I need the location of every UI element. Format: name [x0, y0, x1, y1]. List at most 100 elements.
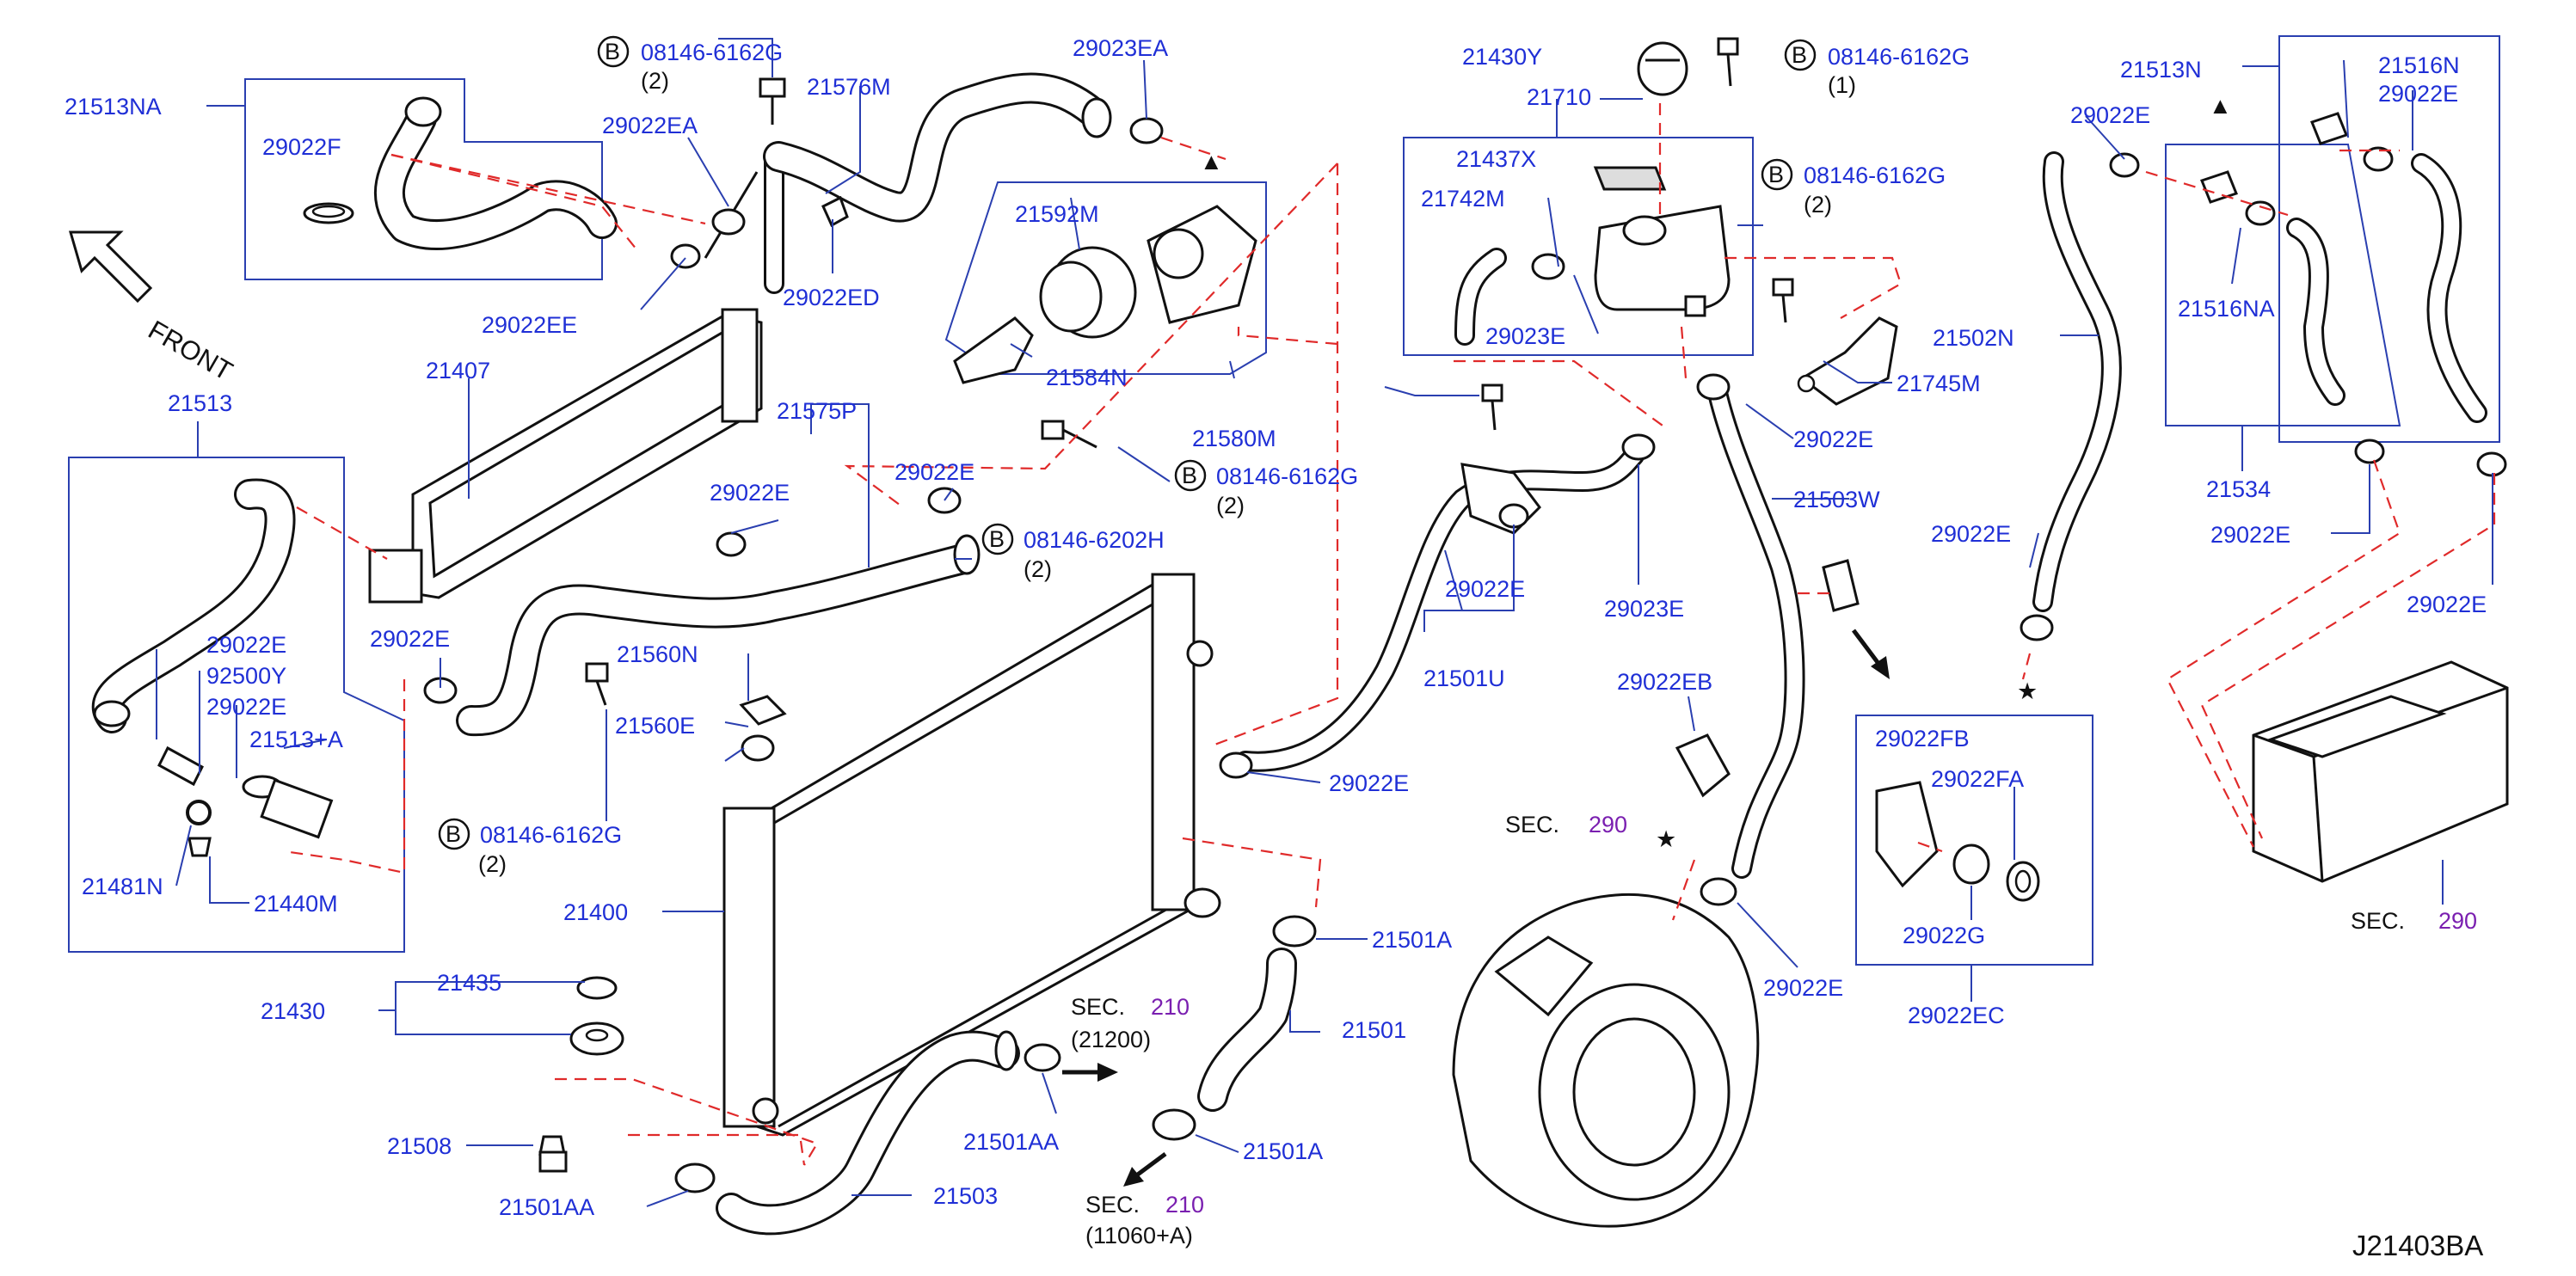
label-bolt6-part: 08146-6162G	[1804, 163, 1946, 188]
hose-21503	[716, 1030, 1020, 1236]
label-29022E-b: 29022E	[895, 459, 974, 485]
fitting-21516N	[2310, 112, 2348, 145]
clip-29022E-21516N	[2363, 146, 2394, 172]
hose-21576M	[704, 72, 1112, 294]
fitting-21516NA	[2200, 170, 2238, 204]
hose-21501	[1197, 948, 1297, 1112]
triangle-marker-icon: ▲	[2209, 93, 2232, 119]
clip-29023E-tank	[1531, 253, 1565, 280]
bolt-21745M	[1772, 278, 1794, 323]
label-sec290-a: SEC.	[1505, 812, 1559, 837]
label-92500Y: 92500Y	[206, 663, 286, 689]
label-21502N: 21502N	[1933, 325, 2014, 351]
label-29023EA: 29023EA	[1073, 35, 1168, 61]
clip-29022E-21534	[2354, 439, 2385, 464]
pump-21592M	[953, 205, 1257, 384]
label-21503: 21503	[933, 1183, 998, 1209]
label-29023E-b: 29023E	[1604, 596, 1684, 622]
front-arrow-icon	[69, 230, 153, 304]
direction-arrow-icon	[1852, 629, 1890, 679]
label-21437X	[1593, 166, 1667, 191]
label-29022E-i: 29022E	[1763, 975, 1843, 1001]
clip-21501AA-a	[674, 1163, 716, 1193]
label-29022FB: 29022FB	[1875, 726, 1970, 751]
clip-29022EA	[711, 208, 746, 236]
label-sec290-b-num: 290	[2438, 908, 2477, 934]
label-bolt1-qty: (2)	[641, 68, 669, 94]
label-21501U: 21501U	[1423, 666, 1505, 691]
label-21513N: 21513N	[2120, 57, 2202, 83]
clip-29023E-21501U	[1621, 433, 1656, 461]
label-29022E-g: 29022E	[1445, 576, 1525, 602]
label-29022EC: 29022EC	[1908, 1003, 2005, 1028]
label-bolt5-part: 08146-6162G	[1828, 44, 1970, 70]
label-29022E-l: 29022E	[2210, 522, 2290, 548]
label-29022E-h: 29022E	[1329, 770, 1409, 796]
cap-21430Y	[1637, 41, 1688, 96]
svg-text:B: B	[1768, 162, 1784, 187]
part-labels: 21513NA 29022F 08146-6162G (2) 29022EA 2…	[65, 35, 2487, 1261]
diagram-code: J21403BA	[2352, 1230, 2483, 1261]
bolt-circle-icon: B	[438, 818, 470, 850]
label-21430Y: 21430Y	[1462, 44, 1542, 70]
group-box-21513N	[2242, 35, 2500, 443]
plug-21508	[538, 1135, 568, 1173]
label-bolt4-qty: (2)	[478, 851, 507, 877]
sleeve-29022EB	[1822, 559, 1860, 612]
clip-29022E-21501U-b	[1498, 503, 1529, 529]
dashed-connectors	[283, 103, 2496, 1166]
label-29022E-e: 29022E	[370, 626, 450, 652]
clip-21501AA-b	[1024, 1043, 1061, 1072]
label-21745M: 21745M	[1897, 371, 1981, 396]
label-29022E-m: 29022E	[1931, 521, 2011, 547]
bolt-circle-icon: B	[981, 523, 1014, 555]
bolt-circle-icon: B	[1174, 459, 1207, 492]
bolt-circle-icon: B	[1761, 158, 1793, 191]
label-sec210-a-ref: (21200)	[1071, 1027, 1151, 1052]
label-bolt4-part: 08146-6162G	[480, 822, 622, 848]
clip-29022E-21503W-bottom	[1700, 877, 1737, 906]
cap-21435	[576, 976, 618, 1000]
star-marker-icon: ★	[1656, 826, 1676, 852]
svg-text:B: B	[605, 39, 620, 64]
clip-29023EA	[1129, 117, 1164, 144]
label-29022EA: 29022EA	[602, 113, 698, 138]
leader-lines	[156, 38, 2493, 1207]
label-29022E-n: 29022E	[2407, 592, 2487, 617]
clip-29022FB	[1875, 781, 1939, 888]
bolt-21710	[1717, 37, 1739, 87]
group-box-21580M	[944, 181, 1267, 375]
hose-21513	[91, 478, 334, 857]
label-sec210-a: SEC.	[1071, 994, 1125, 1020]
label-21534: 21534	[2206, 476, 2271, 502]
tank-21710	[1594, 205, 1731, 317]
label-21516N: 21516N	[2378, 52, 2460, 78]
direction-arrow-icon	[1123, 1151, 1167, 1187]
label-sec210-a-num: 210	[1151, 994, 1190, 1020]
svg-text:B: B	[446, 821, 461, 847]
label-29022E-c: 29022E	[206, 632, 286, 658]
group-box-21513NA	[206, 78, 603, 280]
clip-29022E-21502N-bottom	[2020, 614, 2054, 641]
clip-29022E-21516NA	[2245, 200, 2276, 226]
label-21430: 21430	[261, 998, 325, 1024]
label-sec210-b-num: 210	[1165, 1192, 1204, 1218]
label-29022E-a: 29022E	[710, 480, 790, 506]
label-21407: 21407	[426, 358, 490, 383]
triangle-marker-icon: ▲	[1200, 149, 1223, 175]
front-label: FRONT	[144, 315, 238, 387]
label-21501AA-b: 21501AA	[963, 1129, 1059, 1155]
label-bolt2-qty: (2)	[1216, 493, 1245, 518]
clip-29022E-21502N-top	[2109, 152, 2140, 178]
bolt-21580M	[1041, 420, 1097, 449]
clip-29022EB	[1675, 733, 1731, 798]
label-21513NA: 21513NA	[65, 94, 162, 120]
ring-29022FA	[2006, 861, 2040, 902]
label-29022EE: 29022EE	[482, 312, 577, 338]
label-21440M: 21440M	[254, 891, 338, 917]
hose-21575P	[456, 534, 981, 737]
inverter-unit-sec290	[2252, 660, 2509, 883]
group-box-21710	[1403, 137, 1754, 356]
label-21742M: 21742M	[1421, 186, 1505, 212]
